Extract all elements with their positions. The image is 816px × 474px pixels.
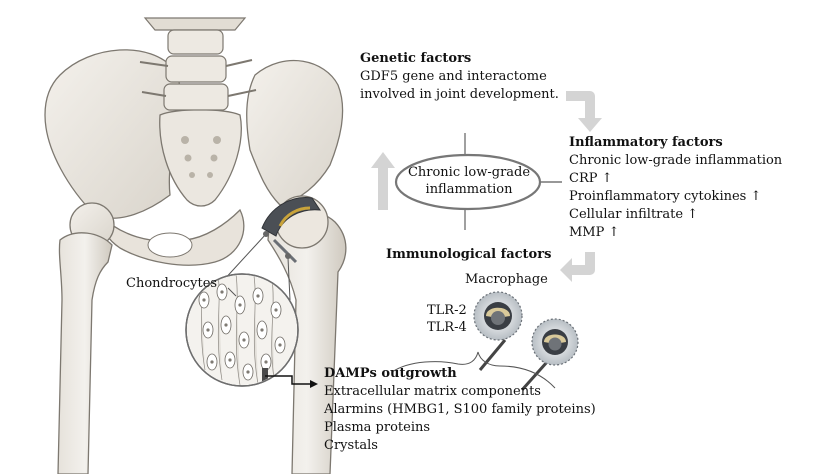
lumbar-vertebrae bbox=[139, 17, 257, 111]
chondrocyte-magnifier bbox=[185, 273, 299, 387]
inflammatory-line-5: MMP ↑ bbox=[569, 225, 620, 240]
sacrum bbox=[159, 109, 242, 207]
inflammatory-line-2: CRP ↑ bbox=[569, 171, 613, 186]
genetic-factors-block: Genetic factors GDF5 gene and interactom… bbox=[360, 50, 559, 104]
chondrocytes-label: Chondrocytes bbox=[126, 276, 218, 291]
genetic-factors-title: Genetic factors bbox=[360, 51, 472, 66]
macrophage-icon bbox=[473, 291, 523, 371]
cycle-arrows bbox=[378, 91, 595, 275]
inflammatory-line-3: Proinflammatory cytokines ↑ bbox=[569, 189, 762, 204]
inflammatory-factors-title: Inflammatory factors bbox=[569, 135, 723, 150]
immunological-factors-title: Immunological factors bbox=[386, 247, 552, 262]
right-femur-illustration bbox=[261, 195, 347, 474]
damps-line-3: Plasma proteins bbox=[324, 420, 431, 435]
pelvis-illustration bbox=[44, 17, 344, 266]
genetic-factors-line-1: GDF5 gene and interactome bbox=[360, 69, 547, 84]
inflammatory-line-4: Cellular infiltrate ↑ bbox=[569, 207, 699, 222]
damps-block: DAMPs outgrowth Extracellular matrix com… bbox=[324, 365, 596, 455]
inflammatory-factors-block: Inflammatory factors Chronic low-grade i… bbox=[569, 134, 782, 242]
left-femur-illustration bbox=[57, 202, 115, 474]
brace bbox=[391, 351, 556, 389]
macrophage-icon-2 bbox=[520, 318, 579, 391]
tlr2-label: TLR-2 bbox=[427, 303, 467, 318]
damps-title: DAMPs outgrowth bbox=[324, 366, 457, 381]
chondrocytes-pointer bbox=[227, 287, 237, 297]
damps-arrow bbox=[265, 375, 312, 385]
center-label-line-2: inflammation bbox=[425, 182, 513, 197]
macrophage-label: Macrophage bbox=[465, 272, 548, 287]
tlr4-label: TLR-4 bbox=[427, 320, 467, 335]
genetic-factors-line-2: involved in joint development. bbox=[360, 87, 559, 102]
damps-line-4: Crystals bbox=[324, 438, 378, 453]
center-label-line-1: Chronic low-grade bbox=[407, 165, 531, 180]
right-iliac-wing bbox=[246, 59, 344, 206]
damps-line-1: Extracellular matrix components bbox=[324, 384, 541, 399]
inflammatory-line-1: Chronic low-grade inflammation bbox=[569, 153, 783, 168]
damps-line-2: Alarmins (HMBG1, S100 family proteins) bbox=[324, 402, 596, 417]
center-label: Chronic low-grade inflammation bbox=[398, 164, 540, 198]
